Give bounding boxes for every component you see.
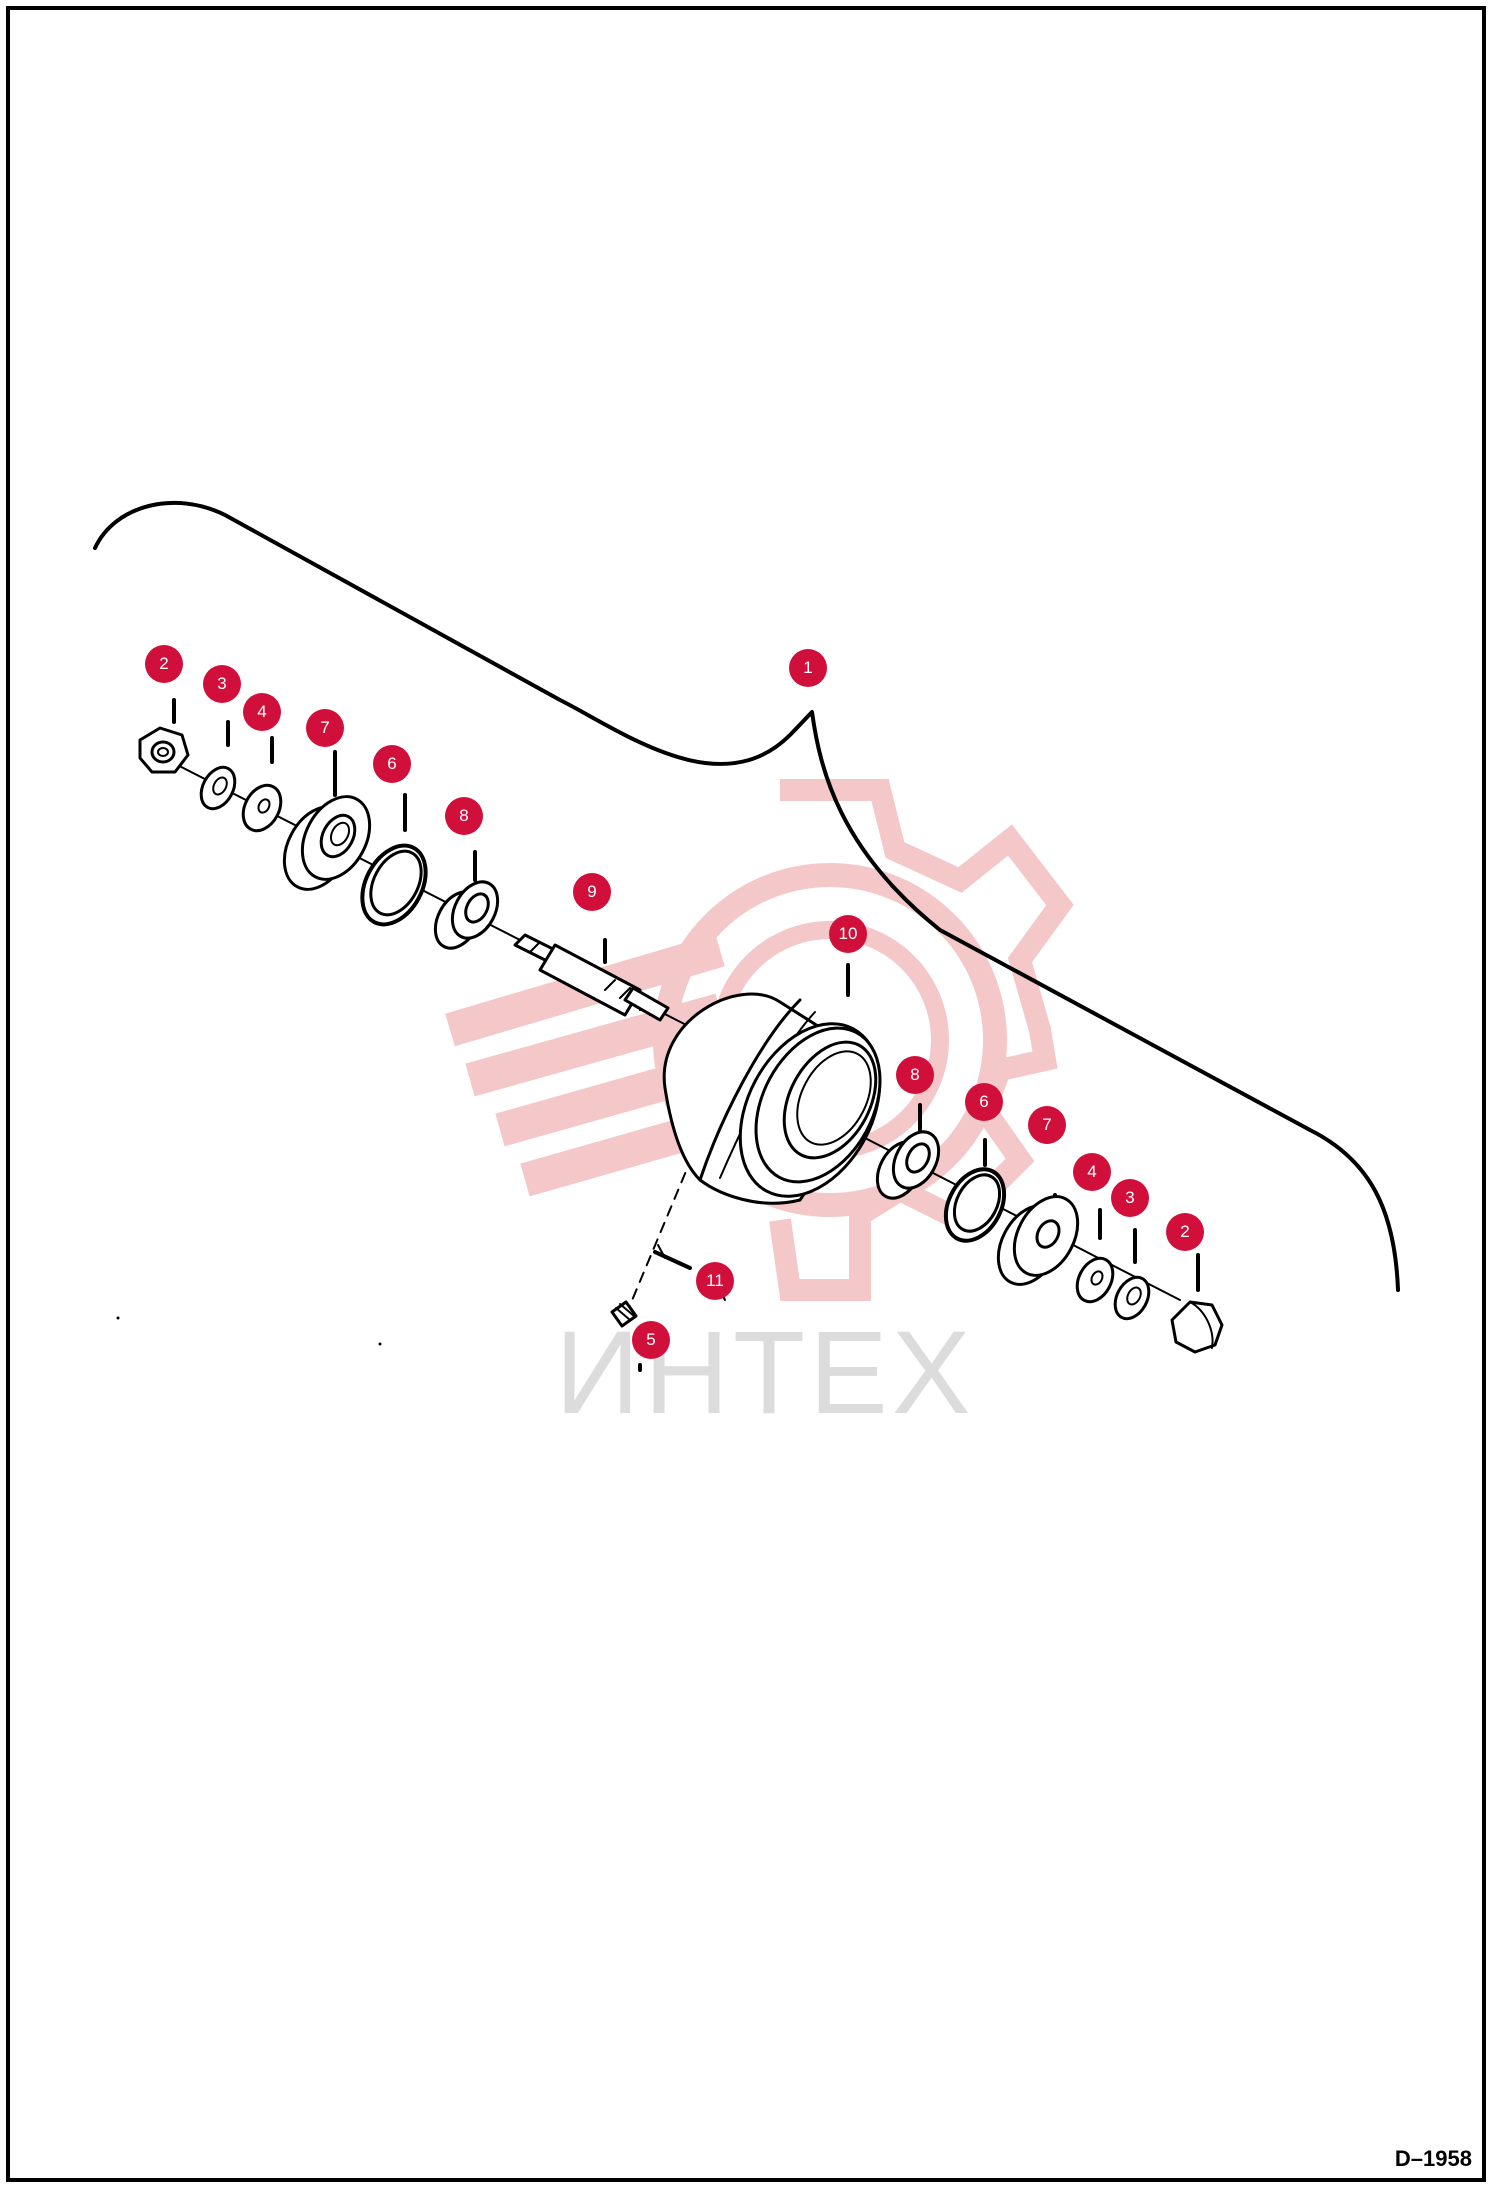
callout-9[interactable]: 9 <box>573 873 611 911</box>
speck <box>378 1342 382 1346</box>
lock-washer-right <box>1113 1275 1151 1321</box>
nut-right <box>1170 1300 1224 1354</box>
callout-3[interactable]: 3 <box>203 665 241 703</box>
flat-washer-right <box>1075 1256 1115 1304</box>
callout-7b[interactable]: 7 <box>1028 1106 1066 1144</box>
collar-left <box>282 795 372 891</box>
assembly-bracket <box>93 500 1400 1292</box>
bearing-right <box>875 1130 941 1200</box>
callout-2b[interactable]: 2 <box>1166 1213 1204 1251</box>
flat-washer-left <box>241 783 283 833</box>
callout-4b[interactable]: 4 <box>1073 1153 1111 1191</box>
callout-4[interactable]: 4 <box>243 693 281 731</box>
bearing-left <box>433 880 500 950</box>
roller <box>662 992 882 1205</box>
speck <box>116 1316 120 1320</box>
o-ring-left <box>360 843 428 927</box>
plug <box>610 1300 638 1328</box>
callout-1[interactable]: 1 <box>789 649 827 687</box>
callout-8b[interactable]: 8 <box>896 1056 934 1094</box>
collar-right <box>996 1195 1080 1286</box>
drawing-id: D–1958 <box>1394 2146 1472 2171</box>
shaft <box>513 933 670 1022</box>
nut-left <box>138 726 190 774</box>
gear-outline <box>769 779 1074 1301</box>
watermark-text: ИНТЕХ <box>555 1307 975 1439</box>
callout-2[interactable]: 2 <box>145 645 183 683</box>
callout-5[interactable]: 5 <box>632 1321 670 1359</box>
callout-8[interactable]: 8 <box>445 797 483 835</box>
callout-6b[interactable]: 6 <box>965 1083 1003 1121</box>
callout-3b[interactable]: 3 <box>1111 1179 1149 1217</box>
callout-7[interactable]: 7 <box>306 709 344 747</box>
callout-6[interactable]: 6 <box>373 745 411 783</box>
lock-washer-left <box>199 765 237 811</box>
callout-11[interactable]: 11 <box>696 1262 734 1300</box>
callout-10[interactable]: 10 <box>829 915 867 953</box>
o-ring-right <box>943 1167 1007 1243</box>
